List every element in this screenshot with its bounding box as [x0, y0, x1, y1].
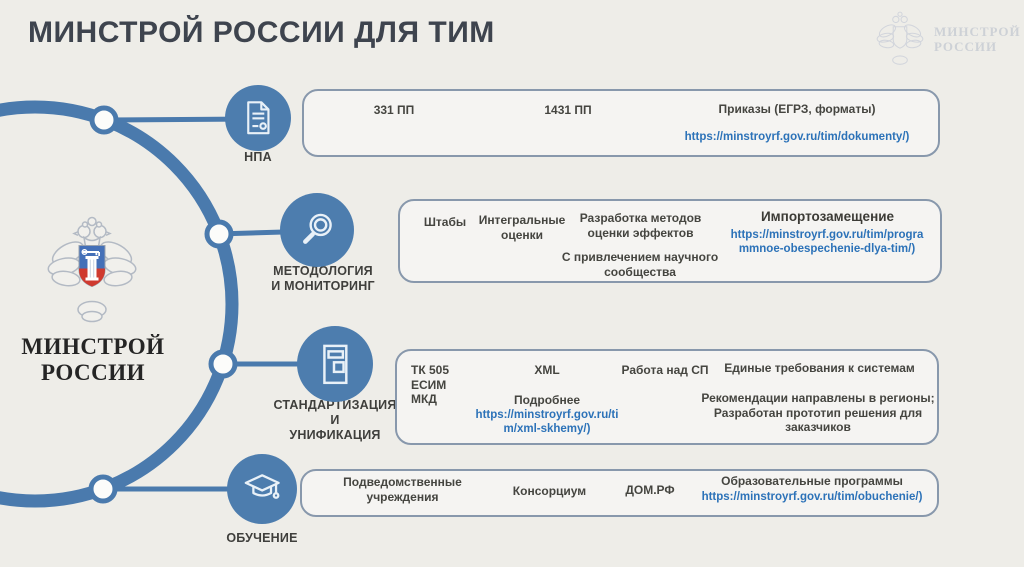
info-item: ДОМ.РФ [625, 483, 675, 497]
info-box-methodology: Штабы Интегральные оценки Разработка мет… [398, 199, 942, 283]
row-label-methodology: МЕТОДОЛОГИЯ И МОНИТОРИНГ [271, 264, 375, 293]
minstroy-emblem-icon [47, 216, 137, 323]
row-label-education: ОБУЧЕНИЕ [226, 531, 298, 545]
row-label-standardization: СТАНДАРТИЗАЦИЯ И УНИФИКАЦИЯ [273, 398, 397, 442]
info-item: Единые требования к системам [724, 361, 915, 375]
arc-node [88, 474, 118, 504]
info-item-importozameshchenie: Импортозамещение [760, 209, 895, 224]
education-circle [227, 454, 297, 524]
info-item: Работа над СП [621, 363, 709, 377]
info-item: 331 ПП [373, 103, 415, 117]
page-title: МИНСТРОЙ РОССИИ ДЛЯ ТИМ [28, 16, 495, 49]
arc-node [89, 105, 119, 135]
standardization-circle [297, 326, 373, 402]
info-item: Консорциум [512, 484, 587, 498]
minstroy-logo-text: МИНСТРОЙ РОССИИ [21, 334, 165, 385]
ministry-emblem-watermark-icon [876, 11, 924, 65]
form-icon [322, 344, 348, 384]
arc-node [204, 219, 234, 249]
info-item: Приказы (ЕГРЗ, форматы) [718, 102, 876, 116]
document-icon [247, 101, 270, 135]
magnifier-icon [303, 214, 333, 245]
info-item: Разработка методов оценки эффектов [579, 211, 702, 240]
info-item: Подробнее [513, 393, 581, 407]
graduation-cap-icon [244, 474, 280, 499]
info-box-education: Подведомственные учреждения Консорциум Д… [300, 469, 939, 517]
arc-node [208, 349, 238, 379]
info-box-npa: 331 ПП 1431 ПП Приказы (ЕГРЗ, форматы) h… [302, 89, 940, 157]
link-xml-skhemy[interactable]: https://minstroyrf.gov.ru/tim/xml-skhemy… [475, 409, 619, 435]
info-item: Штабы [423, 215, 467, 229]
info-item: Подведомственные учреждения [343, 475, 462, 504]
info-item: Рекомендации направлены в регионы; Разра… [701, 391, 935, 434]
info-item: XML [534, 363, 560, 377]
link-programmnoe-obespechenie[interactable]: https://minstroyrf.gov.ru/tim/programmno… [730, 229, 924, 255]
link-dokumenty[interactable]: https://minstroyrf.gov.ru/tim/dokumenty/… [684, 131, 910, 143]
row-label-npa: НПА [244, 150, 272, 164]
ministry-watermark: МИНСТРОЙ РОССИИ [872, 6, 1020, 72]
link-obuchenie[interactable]: https://minstroyrf.gov.ru/tim/obuchenie/… [701, 491, 923, 503]
info-item: ТК 505 ЕСИМ МКД [411, 363, 450, 406]
info-item: Интегральные оценки [478, 213, 566, 242]
methodology-circle [280, 193, 354, 267]
info-box-standardization: ТК 505 ЕСИМ МКД XML Подробнее https://mi… [395, 349, 939, 445]
info-item: 1431 ПП [544, 103, 592, 117]
info-item: Образовательные программы [721, 474, 903, 488]
info-item: С привлечением научного сообщества [561, 250, 719, 279]
watermark-text: МИНСТРОЙ РОССИИ [934, 24, 1021, 54]
npa-circle [225, 85, 291, 151]
